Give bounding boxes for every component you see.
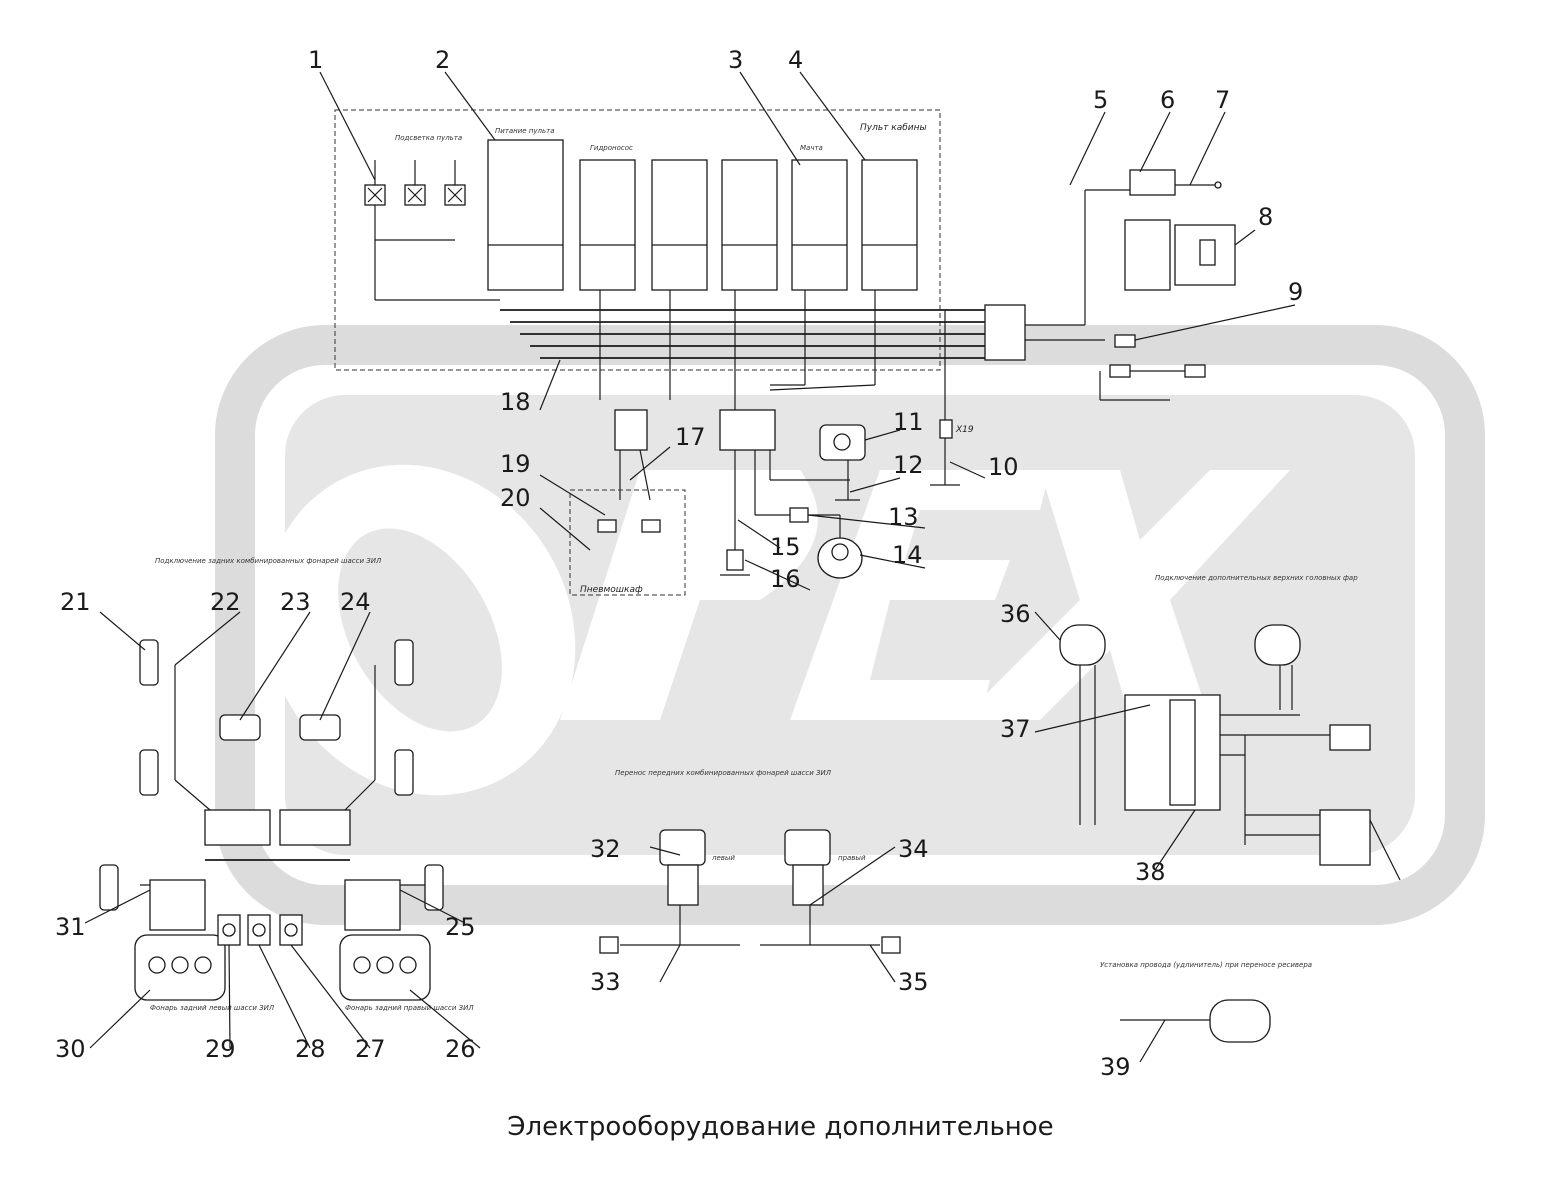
callout-16: 16 (770, 565, 801, 593)
callout-18: 18 (500, 388, 531, 416)
mast-lamp (789, 424, 866, 579)
console-power-label: Питание пульта (495, 127, 555, 135)
hydraulics-label: Гидроносос (590, 144, 633, 152)
callout-4: 4 (788, 46, 803, 74)
callout-21: 21 (60, 588, 91, 616)
pneumatic-label: Пневмошкаф (580, 585, 643, 595)
callout-25: 25 (445, 913, 476, 941)
callout-24: 24 (340, 588, 371, 616)
callout-1: 1 (308, 46, 323, 74)
callout-26: 26 (445, 1035, 476, 1063)
callout-34: 34 (898, 835, 929, 863)
front-lights-note: Перенос передних комбинированных фонарей… (615, 769, 832, 777)
receiver-note: Установка провода (удлинитель) при перен… (1100, 961, 1312, 969)
callout-23: 23 (280, 588, 311, 616)
callout-15: 15 (770, 533, 801, 561)
callout-6: 6 (1160, 86, 1175, 114)
callout-10: 10 (988, 453, 1019, 481)
diagram-title: Электрооборудование дополнительное (507, 1112, 1054, 1142)
callout-12: 12 (893, 451, 924, 479)
callout-11: 11 (893, 408, 924, 436)
console-lighting-label: Подсветка пульта (395, 134, 462, 142)
headlights (1059, 624, 1401, 881)
callout-28: 28 (295, 1035, 326, 1063)
watermark (215, 325, 1485, 925)
front-lights (599, 829, 901, 954)
leader-lines (84, 71, 1296, 1063)
headlights-note: Подключение дополнительных верхних голов… (1155, 574, 1358, 582)
console-lamps (364, 160, 500, 301)
right-label: правый (838, 854, 866, 862)
callout-13: 13 (888, 503, 919, 531)
callout-30: 30 (55, 1035, 86, 1063)
receiver (1120, 999, 1271, 1043)
callout-31: 31 (55, 913, 86, 941)
callout-39: 39 (1100, 1053, 1131, 1081)
x19-label: Х19 (955, 425, 974, 435)
pneumatic-frame (569, 489, 686, 596)
callout-35: 35 (898, 968, 929, 996)
callout-38: 38 (1135, 858, 1166, 886)
callout-9: 9 (1288, 278, 1303, 306)
callout-22: 22 (210, 588, 241, 616)
callout-5: 5 (1093, 86, 1108, 114)
mast-label: Мачта (800, 144, 823, 152)
callout-numbers: 1 2 3 4 5 6 7 8 9 10 11 12 13 14 15 16 1… (55, 46, 1303, 1081)
callout-36: 36 (1000, 600, 1031, 628)
left-label: левый (711, 854, 735, 862)
callout-20: 20 (500, 484, 531, 512)
callout-33: 33 (590, 968, 621, 996)
main-harness (500, 190, 1136, 420)
callout-17: 17 (675, 423, 706, 451)
relay-block (1085, 169, 1236, 291)
rear-lights-note: Подключение задних комбинированных фонар… (155, 557, 382, 565)
rear-lights (99, 639, 444, 1001)
callout-7: 7 (1215, 86, 1230, 114)
lower-connectors: Х19 (614, 409, 974, 550)
cab-console-frame (334, 109, 941, 371)
regulator (1099, 364, 1206, 401)
rear-left-label: Фонарь задний левый шасси ЗИЛ (150, 1004, 275, 1012)
cab-console-label: Пульт кабины (860, 123, 927, 133)
callout-29: 29 (205, 1035, 236, 1063)
callout-27: 27 (355, 1035, 386, 1063)
rear-right-label: Фонарь задний правый шасси ЗИЛ (345, 1004, 474, 1012)
callout-32: 32 (590, 835, 621, 863)
callout-2: 2 (435, 46, 450, 74)
callout-14: 14 (892, 541, 923, 569)
callout-8: 8 (1258, 203, 1273, 231)
callout-19: 19 (500, 450, 531, 478)
callout-3: 3 (728, 46, 743, 74)
callout-37: 37 (1000, 715, 1031, 743)
switch-modules (487, 139, 918, 291)
